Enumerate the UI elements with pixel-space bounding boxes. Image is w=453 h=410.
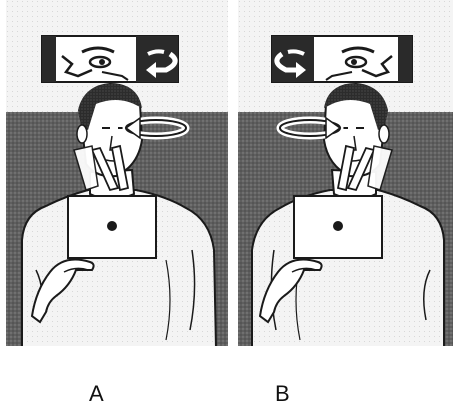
dot-icon — [107, 221, 117, 231]
face-inset-icon — [272, 36, 412, 82]
panel-label-b: B — [275, 383, 290, 405]
panel-b — [238, 0, 453, 348]
face-inset-icon — [42, 36, 178, 82]
panel-a — [6, 0, 228, 348]
target-card-icon — [68, 196, 156, 258]
panel-label-a: A — [89, 383, 104, 405]
dot-icon — [333, 221, 343, 231]
target-card-icon — [294, 196, 382, 258]
